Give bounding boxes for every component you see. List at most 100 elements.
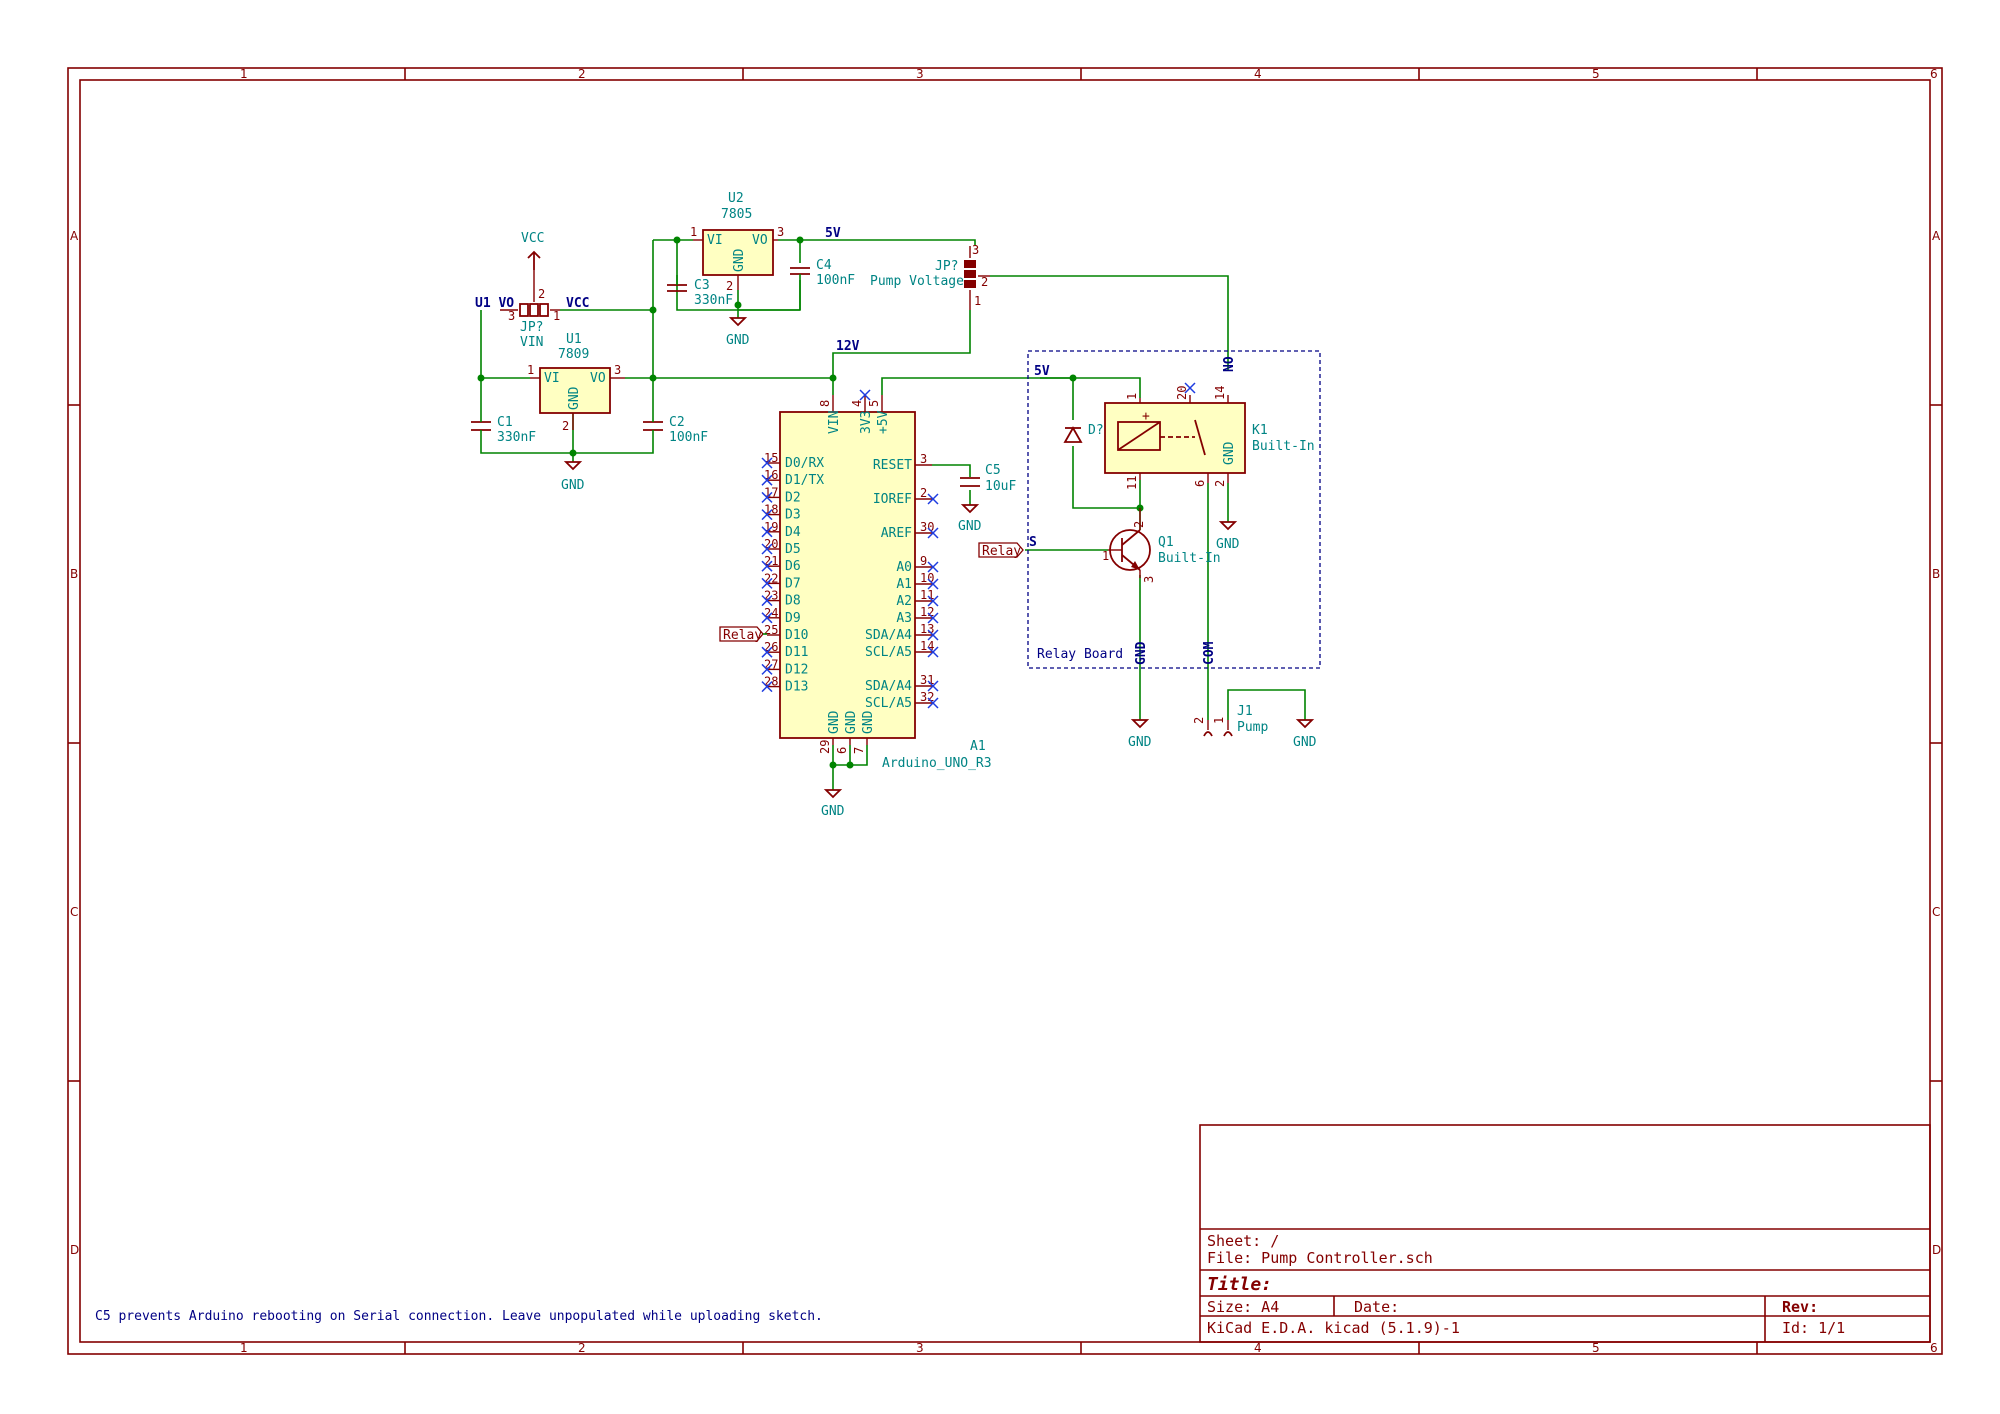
junctions <box>477 236 1144 769</box>
j1-pin2: 2 <box>1192 717 1206 724</box>
no-connect-icon <box>927 697 939 709</box>
vcc-power-label: VCC <box>521 231 544 246</box>
row-label-left-d: D <box>70 1243 79 1257</box>
a1-left-pin-name: D9 <box>785 611 801 626</box>
col-label-top-3: 3 <box>916 67 924 81</box>
no-connect-icon <box>761 663 773 675</box>
jp-vin-pin3: 3 <box>508 309 515 323</box>
row-label-left-a: A <box>70 229 79 243</box>
diode-flyback[interactable]: D? <box>1063 423 1104 443</box>
gnd-c5-label: GND <box>958 519 982 534</box>
title-block-size: Size: A4 <box>1207 1298 1279 1316</box>
a1-left-pin-name: D13 <box>785 680 808 695</box>
a1-left-pin-name: D6 <box>785 559 801 574</box>
capacitor-c5[interactable]: C5 10uF <box>960 463 1016 494</box>
q1-ref: Q1 <box>1158 535 1174 550</box>
gnd-symbol-u2: GND <box>726 317 750 348</box>
capacitor-c3[interactable]: C3 330nF <box>667 275 733 308</box>
title-block-title: Title: <box>1207 1274 1272 1295</box>
relay-k1[interactable]: + GND 1 11 20 14 6 2 K1 Built-In <box>1104 382 1315 490</box>
capacitor-c2[interactable]: C2 100nF <box>643 414 708 445</box>
row-label-left-b: B <box>70 567 78 581</box>
col-label-top-5: 5 <box>1592 67 1600 81</box>
jp-vin-pin1: 1 <box>553 309 560 323</box>
a1-pin-3v3: 3V3 <box>859 411 874 434</box>
net-5v-label: 5V <box>825 226 841 241</box>
title-block-date: Date: <box>1354 1298 1399 1316</box>
u2-ref: U2 <box>728 191 744 206</box>
jp-pump-pin2: 2 <box>981 275 988 289</box>
col-label-bottom-2: 2 <box>578 1341 586 1355</box>
c2-ref: C2 <box>669 415 685 430</box>
jumper-vin[interactable]: 3 1 2 JP? VIN U1 VO VCC <box>475 270 589 350</box>
title-block-id: Id: 1/1 <box>1782 1319 1845 1337</box>
u1-pin3: 3 <box>614 363 621 377</box>
k1-ref: K1 <box>1252 423 1268 438</box>
u1-value: 7809 <box>558 347 589 362</box>
col-label-bottom-4: 4 <box>1254 1341 1262 1355</box>
u2-pin2: 2 <box>726 279 733 293</box>
k1-value: Built-In <box>1252 439 1315 454</box>
k1-plus: + <box>1142 409 1150 424</box>
u1-vo: VO <box>590 371 606 386</box>
a1-right-pin-num: 9 <box>920 554 927 568</box>
a1-left-pin-name: D2 <box>785 490 801 505</box>
title-block: Sheet: / File: Pump Controller.sch Title… <box>1199 1124 1931 1343</box>
gnd-symbol-c5: GND <box>958 504 982 534</box>
no-connect-icon <box>859 389 871 401</box>
arduino-uno-a1[interactable]: VIN 3V3 +5V 8 4 5 GND GND GND 29 6 7 A1 … <box>761 389 992 771</box>
gnd-j1-label: GND <box>1293 735 1317 750</box>
title-block-tool: KiCad E.D.A. kicad (5.1.9)-1 <box>1207 1319 1460 1337</box>
a1-right-pin-name: AREF <box>881 526 912 541</box>
net-rb-no: NO <box>1222 356 1237 372</box>
q1-pin1: 1 <box>1102 549 1109 563</box>
col-label-top-1: 1 <box>240 67 248 81</box>
a1-pin-5v: +5V <box>876 410 891 434</box>
gnd-symbol-j1: GND <box>1293 719 1317 750</box>
regulator-u1[interactable]: VI VO GND 1 3 2 U1 7809 <box>527 332 625 433</box>
relay-label-board-text: Relay <box>982 544 1021 559</box>
transistor-q1[interactable]: 1 2 3 Q1 Built-In <box>1102 508 1221 583</box>
u1-pin2: 2 <box>562 419 569 433</box>
a1-left-pin-name: D1/TX <box>785 473 824 488</box>
a1-left-pins: D0/RX15D1/TX16D217D318D419D520D621D722D8… <box>761 451 824 695</box>
a1-left-pin-name: D7 <box>785 576 801 591</box>
a1-pin-vin: VIN <box>827 411 842 434</box>
capacitor-c4[interactable]: C4 100nF <box>738 258 855 311</box>
a1-right-pin-name: RESET <box>873 458 912 473</box>
a1-left-pin-name: D5 <box>785 542 801 557</box>
net-rb-com: COM <box>1202 641 1217 665</box>
a1-right-pin-name: A0 <box>896 560 912 575</box>
k1-pin6: 6 <box>1193 480 1207 487</box>
col-label-bottom-3: 3 <box>916 1341 924 1355</box>
q1-value: Built-In <box>1158 551 1221 566</box>
connector-j1-pump[interactable]: 2 1 J1 Pump <box>1192 704 1268 737</box>
no-connect-icon <box>761 612 773 624</box>
jp-pump-value: Pump Voltage <box>870 274 964 289</box>
a1-right-pin: A0 9 <box>896 554 939 575</box>
net-rb-gnd: GND <box>1134 641 1149 665</box>
regulator-u2[interactable]: VI VO GND 1 3 2 U2 7805 <box>690 191 784 293</box>
jumper-pump-voltage[interactable]: 3 2 1 JP? Pump Voltage <box>870 243 990 310</box>
capacitor-c1[interactable]: C1 330nF <box>471 414 536 445</box>
grid-labels: 1 2 3 4 5 6 1 2 3 4 5 6 A B C D A B C D <box>70 67 1941 1355</box>
no-connect-icon <box>761 526 773 538</box>
a1-left-pin-name: D8 <box>785 594 801 609</box>
jp-vin-pin2: 2 <box>538 287 545 301</box>
sheet-frame <box>67 67 1943 1355</box>
a1-pin-gnd-2: GND <box>844 710 859 734</box>
a1-ref: A1 <box>970 739 986 754</box>
a1-right-pin-num: 3 <box>920 452 927 466</box>
